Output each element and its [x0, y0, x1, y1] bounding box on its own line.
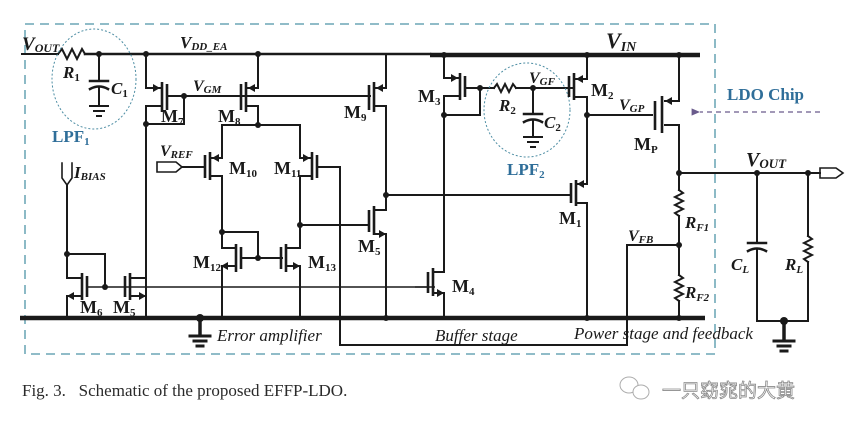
c2-capacitor [522, 87, 544, 148]
label-m3: M3 [418, 86, 441, 108]
r1-resistor [56, 46, 87, 62]
label-m9: M9 [344, 102, 367, 124]
label-m5-buffer: M5 [358, 236, 381, 258]
transistor-m5-bias [123, 273, 147, 319]
r2-resistor [492, 81, 518, 95]
transistor-m8 [239, 53, 259, 126]
transistor-m2 [567, 54, 588, 182]
label-vfb: VFB [628, 228, 653, 246]
label-c2: C2 [544, 113, 561, 134]
lpf1-boundary [51, 28, 137, 130]
label-cl: CL [731, 255, 749, 276]
label-m2: M2 [591, 80, 614, 102]
label-rf1: RF1 [684, 213, 709, 234]
watermark-text: 一只窈窕的大黄 [662, 380, 795, 402]
label-vout-input: VOUT [22, 34, 60, 55]
label-rf2: RF2 [684, 283, 710, 304]
transistor-m13 [279, 224, 301, 319]
label-vgf: VGF [529, 70, 556, 88]
label-c1: C1 [111, 79, 128, 100]
label-m1: M1 [559, 208, 582, 230]
label-buffer-stage: Buffer stage [435, 326, 518, 345]
lpf2-boundary [483, 62, 571, 158]
label-ibias: IBIAS [73, 163, 106, 183]
cl-capacitor [746, 172, 768, 322]
transistor-m3 [443, 54, 467, 121]
label-m7: M7 [161, 106, 184, 128]
vout-output-pin [819, 167, 845, 179]
ground-symbol-ea [188, 314, 212, 348]
transistor-m1 [569, 114, 588, 319]
label-m13: M13 [308, 252, 337, 274]
label-m4: M4 [452, 276, 475, 298]
figure-caption: Fig. 3. Schematic of the proposed EFFP-L… [22, 381, 347, 400]
rf2-resistor [672, 273, 686, 303]
transistor-m5-buffer [367, 194, 387, 319]
label-m5-bias: M5 [113, 297, 136, 319]
label-m10: M10 [229, 158, 258, 180]
label-vgm: VGM [193, 78, 223, 96]
label-m11: M11 [274, 158, 301, 180]
label-vin: VIN [606, 28, 637, 55]
ldo-chip-boundary [24, 23, 716, 355]
transistor-m11 [299, 124, 319, 226]
label-mp: MP [634, 134, 658, 156]
label-vref: VREF [160, 143, 193, 161]
transistor-m4 [426, 119, 445, 319]
label-m6: M6 [80, 297, 103, 319]
transistor-mp [653, 54, 680, 174]
ground-symbol-output [772, 317, 796, 353]
label-error-amplifier: Error amplifier [216, 326, 322, 345]
label-r2: R2 [498, 96, 516, 117]
label-m8: M8 [218, 106, 241, 128]
label-vgp: VGP [619, 97, 645, 115]
label-m12: M12 [193, 252, 222, 274]
chat-bubbles-icon [619, 376, 650, 400]
transistor-m10 [203, 124, 223, 233]
vref-input-pin [156, 161, 206, 173]
label-lpf1: LPF1 [52, 127, 90, 148]
label-ldo-chip: LDO Chip [727, 85, 804, 104]
label-vout: VOUT [746, 149, 787, 171]
ibias-input-pin [61, 162, 73, 187]
transistor-m7 [145, 53, 169, 125]
transistor-m12 [221, 231, 243, 319]
transistor-m9 [257, 53, 387, 196]
label-power-stage: Power stage and feedback [573, 324, 753, 343]
label-r1: R1 [62, 63, 80, 84]
c1-capacitor [88, 53, 110, 117]
label-rl: RL [784, 255, 803, 276]
label-vdd-ea: VDD_EA [180, 33, 227, 53]
rf1-resistor [672, 188, 686, 218]
rl-resistor [801, 172, 815, 322]
label-lpf2: LPF2 [507, 160, 545, 181]
